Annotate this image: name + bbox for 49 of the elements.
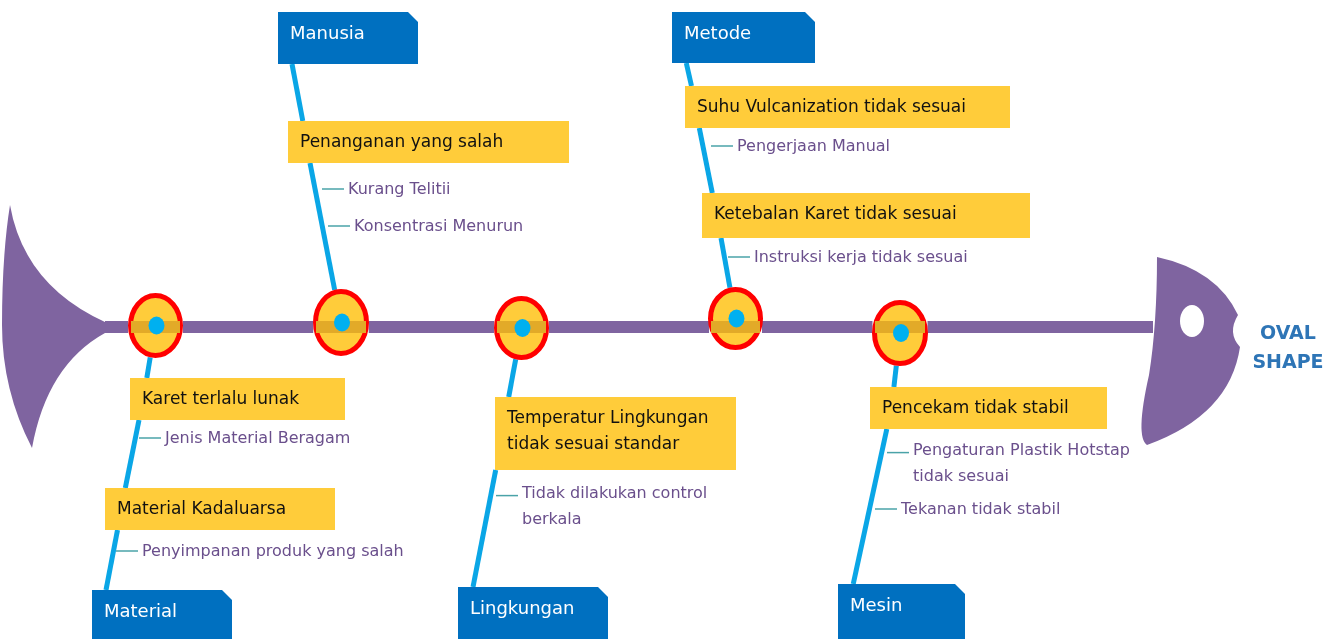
fish-spine: [105, 321, 129, 333]
bone-line: [506, 358, 519, 398]
bone-line: [144, 357, 153, 379]
cause-box: Material Kadaluarsa: [105, 488, 335, 530]
bone-line: [307, 162, 338, 291]
category-box: Material: [92, 590, 232, 639]
cause-box: Penanganan yang salah: [288, 121, 569, 163]
sub-cause-text: Pengaturan Plastik Hotstap tidak sesuai: [909, 437, 1159, 489]
tick-line: [495, 494, 519, 497]
tick-line: [321, 188, 345, 190]
bone-line: [696, 127, 715, 194]
fish-spine: [368, 321, 494, 333]
bone-line: [891, 365, 899, 388]
category-box: Metode: [672, 12, 815, 63]
bone-line: [850, 428, 890, 585]
bone-line: [122, 419, 142, 489]
bone-line: [683, 62, 694, 87]
cause-box: Karet terlalu lunak: [130, 378, 345, 420]
sub-cause-text: Tekanan tidak stabil: [897, 496, 1087, 522]
tick-line: [115, 550, 139, 552]
fish-spine: [927, 321, 1153, 333]
tick-line: [727, 256, 751, 258]
fish-spine: [182, 321, 314, 333]
tick-line: [710, 145, 734, 147]
sub-cause-text: Kurang Telitii: [344, 176, 494, 202]
category-box: Lingkungan: [458, 587, 608, 639]
bone-line: [289, 63, 306, 122]
cause-box: Pencekam tidak stabil: [870, 387, 1107, 429]
shape-label: OVAL SHAPE: [1251, 320, 1325, 375]
sub-cause-text: Konsentrasi Menurun: [350, 213, 570, 239]
cause-box: Temperatur Lingkungan tidak sesuai standar: [495, 397, 736, 470]
cause-box: Suhu Vulcanization tidak sesuai: [685, 86, 1010, 128]
sub-cause-text: Pengerjaan Manual: [733, 133, 933, 159]
sub-cause-text: Instruksi kerja tidak sesuai: [750, 244, 1000, 270]
cause-box: Ketebalan Karet tidak sesuai: [702, 193, 1030, 238]
tick-line: [874, 508, 898, 510]
tick-line: [327, 225, 351, 227]
bone-line: [718, 237, 733, 289]
tick-line: [138, 437, 162, 439]
bone-line: [103, 529, 120, 591]
fish-spine: [762, 321, 873, 333]
sub-cause-text: Jenis Material Beragam: [161, 425, 401, 451]
bone-line: [470, 469, 499, 588]
sub-cause-text: Penyimpanan produk yang salah: [138, 538, 438, 564]
tick-line: [886, 451, 910, 454]
category-box: Mesin: [838, 584, 965, 639]
sub-cause-text: Tidak dilakukan control berkala: [518, 480, 733, 532]
category-box: Manusia: [278, 12, 418, 64]
fish-spine: [549, 321, 709, 333]
